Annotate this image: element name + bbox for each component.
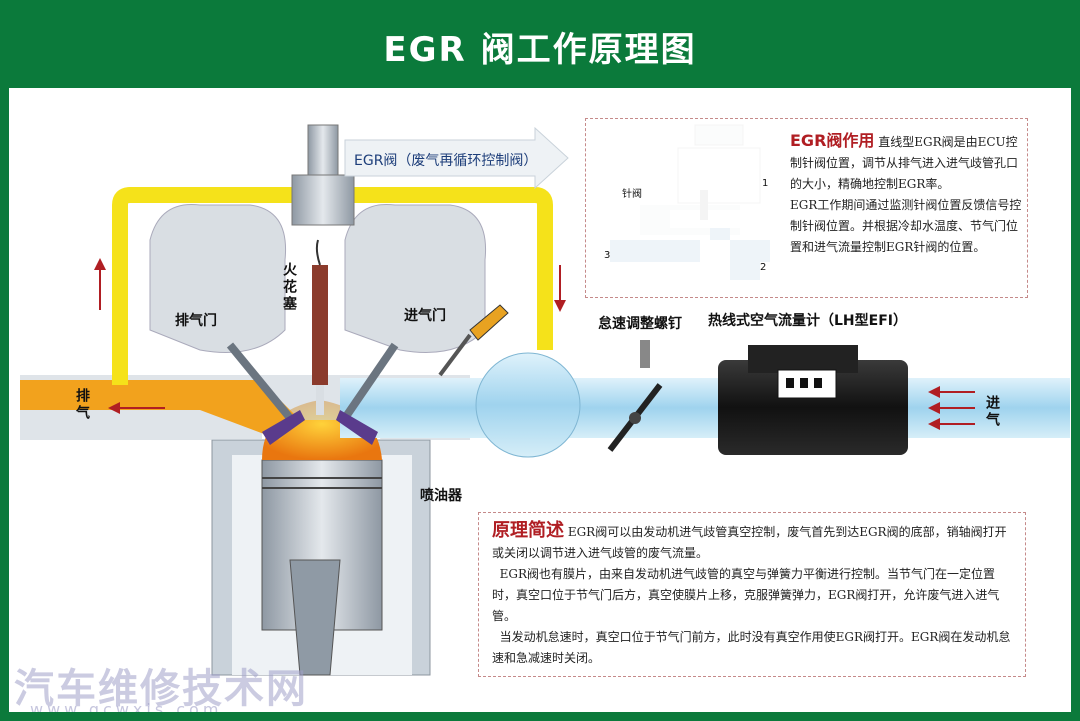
principle-panel — [478, 512, 1026, 677]
principle-p1: EGR阀可以由发动机进气歧管真空控制，废气首先到达EGR阀的底部，销轴阀打开或关… — [492, 525, 1007, 560]
egr-function-p1: 直线型EGR阀是由ECU控制针阀位置，调节从排气进入进气歧管孔口的大小，精确地控… — [790, 135, 1019, 191]
intake-label: 进气 — [984, 395, 1000, 429]
idle-screw-label: 怠速调整螺钉 — [598, 316, 682, 332]
page-title: EGR 阀工作原理图 — [383, 30, 697, 70]
egr-label-arrow — [344, 126, 569, 190]
intake-valve-label: 进气门 — [404, 308, 446, 324]
principle-text: 原理简述 EGR阀可以由发动机进气歧管真空控制，废气首先到达EGR阀的底部，销轴… — [492, 520, 1014, 669]
intake-valve-housing — [344, 203, 487, 353]
inset-num-1: 1 — [762, 178, 769, 189]
principle-heading: 原理简述 — [492, 520, 564, 541]
exhaust-port — [20, 380, 300, 440]
spark-plug — [312, 265, 328, 385]
needle-label: 针阀 — [622, 189, 642, 200]
plenum — [475, 352, 581, 458]
egr-function-p2: EGR工作期间通过监测针阀位置反馈信号控制针阀位置。并根据冷却水温度、节气门位置… — [790, 198, 1022, 254]
exhaust-valve-label: 排气门 — [175, 313, 217, 329]
injector — [469, 304, 509, 341]
maf-label: 热线式空气流量计（LH型EFI） — [708, 313, 907, 329]
principle-p2: EGR阀也有膜片，由来自发动机进气歧管的真空与弹簧力平衡进行控制。当节气门在一定… — [492, 567, 1000, 623]
exhaust-label: 排气 — [74, 388, 90, 422]
egr-valve-body — [291, 174, 355, 226]
inset-num-3: 3 — [604, 250, 611, 261]
title-bar — [0, 0, 1080, 88]
spark-plug-label: 火花塞 — [281, 262, 297, 313]
inset-num-2: 2 — [760, 262, 767, 273]
watermark: 汽车维修技术网 — [14, 666, 308, 712]
egr-function-text: EGR阀作用 直线型EGR阀是由ECU控制针阀位置，调节从排气进入进气歧管孔口的… — [790, 130, 1022, 258]
injector-label: 喷油器 — [420, 488, 462, 504]
egr-valve-stem — [307, 124, 339, 181]
maf-sensor — [718, 360, 908, 455]
principle-p3: 当发动机怠速时，真空口位于节气门前方，此时没有真空作用使EGR阀打开。EGR阀在… — [492, 630, 1011, 665]
egr-function-panel — [585, 118, 1028, 298]
idle-screw — [640, 340, 650, 368]
egr-valve-label: EGR阀（废气再循环控制阀） — [354, 153, 538, 169]
egr-function-heading: EGR阀作用 — [790, 131, 875, 150]
connecting-rod — [289, 559, 341, 676]
